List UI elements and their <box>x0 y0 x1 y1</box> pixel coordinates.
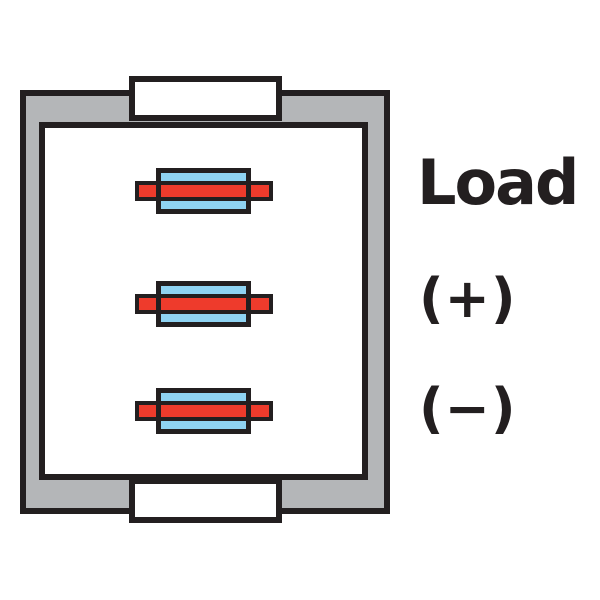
negative-terminal-label: (−) <box>419 377 517 440</box>
plate-stripe-divider <box>161 294 246 298</box>
plate-stripe-divider <box>161 401 246 405</box>
cell-plate-assembly <box>135 168 273 214</box>
terminal-tab-top <box>129 76 282 121</box>
cell-plate-assembly <box>135 388 273 434</box>
plate-stripe-red <box>161 298 246 310</box>
plate-stripe-red <box>161 185 246 197</box>
plate-stripe-divider <box>161 310 246 314</box>
plate-stripe-blue-bottom <box>161 421 246 429</box>
plate-stripe-red <box>161 405 246 417</box>
plate-stripe-blue-top <box>161 173 246 181</box>
positive-terminal-label: (+) <box>419 267 517 330</box>
plate-stripe-divider <box>161 417 246 421</box>
plate-stripe-blue-top <box>161 286 246 294</box>
cell-plate-body <box>156 388 251 434</box>
cell-plate-body <box>156 281 251 327</box>
cell-plate-assembly <box>135 281 273 327</box>
plate-stripe-divider <box>161 197 246 201</box>
load-label: Load <box>417 146 579 219</box>
plate-stripe-blue-bottom <box>161 314 246 322</box>
plate-stripe-blue-bottom <box>161 201 246 209</box>
terminal-tab-bottom <box>129 478 282 523</box>
plate-stripe-divider <box>161 181 246 185</box>
cell-plate-body <box>156 168 251 214</box>
plate-stripe-blue-top <box>161 393 246 401</box>
